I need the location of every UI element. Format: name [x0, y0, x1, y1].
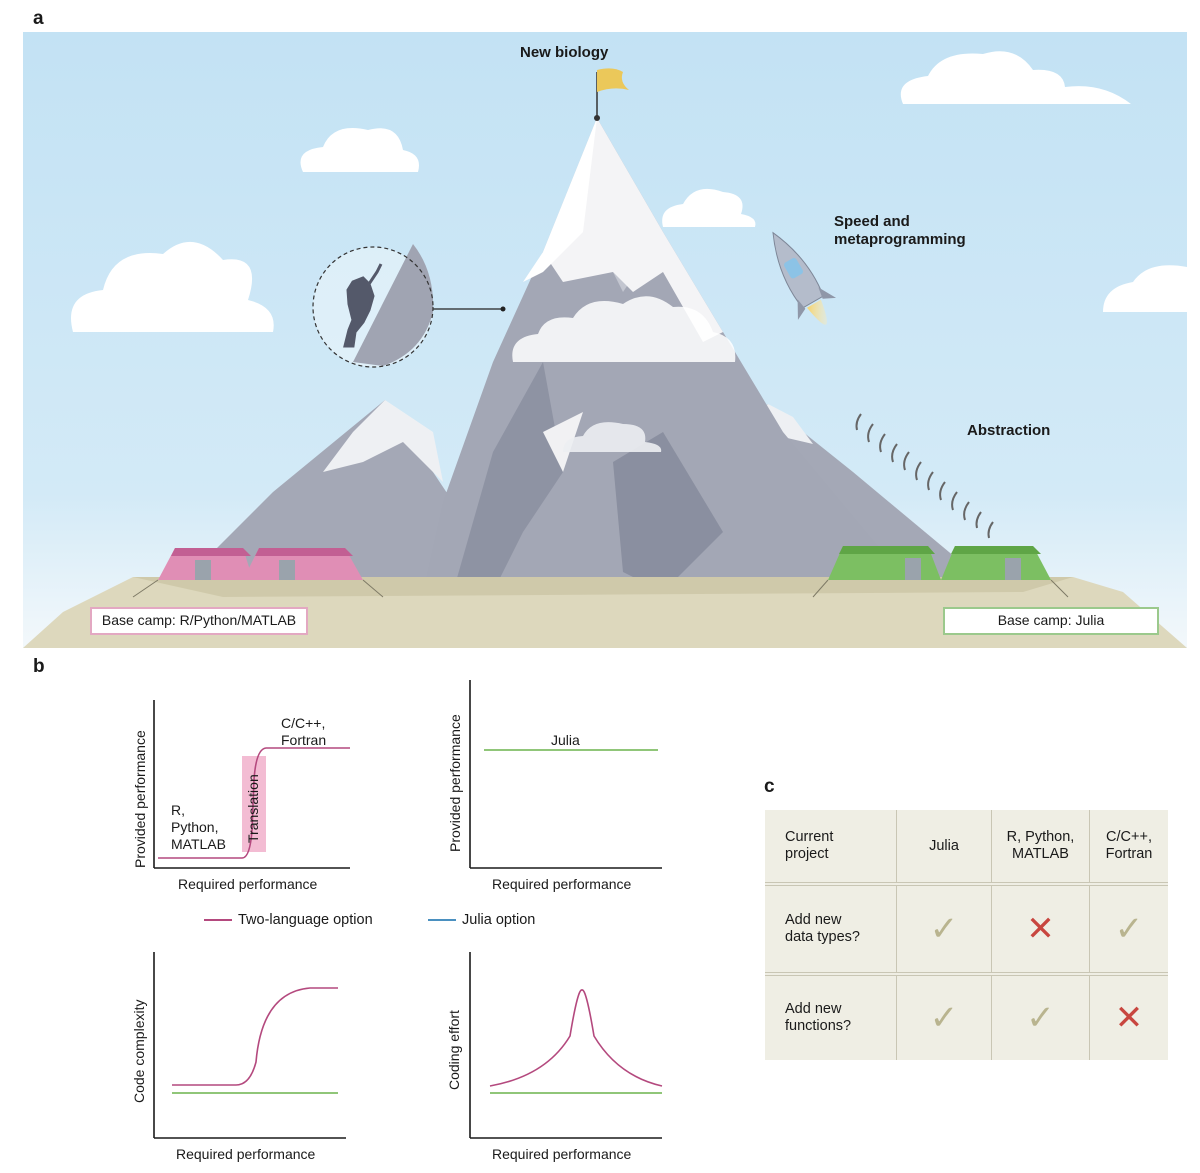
base-camp-right-label: Base camp: Julia: [943, 607, 1159, 635]
chart1-high-label-2: Fortran: [281, 732, 327, 748]
mark-cell: ✓: [1089, 884, 1168, 976]
chart2-provided-performance: [469, 680, 662, 869]
header-c-fortran: C/C++,Fortran: [1089, 810, 1168, 886]
checkmark-icon: ✓: [929, 910, 959, 948]
tents-right: [812, 546, 1069, 598]
tents-left: [132, 548, 384, 598]
mark-cell: ✓: [991, 974, 1090, 1060]
legend-label-julia: Julia option: [462, 912, 536, 928]
mark-cell: ✕: [1090, 974, 1169, 1060]
chart1-provided-performance: [153, 700, 350, 869]
legend-two-language: Two-language option: [204, 912, 373, 928]
checkmark-icon: ✓: [1026, 999, 1055, 1037]
mountain-illustration: [23, 32, 1187, 648]
chart3-xlabel: Required performance: [176, 1146, 316, 1162]
panel-letter-b: b: [33, 656, 45, 677]
header-julia: Julia: [896, 810, 992, 886]
speed-label-line2: metaprogramming: [834, 231, 966, 248]
checkmark-icon: ✓: [1114, 910, 1144, 948]
chart4-ylabel: Coding effort: [446, 1010, 462, 1090]
chart2-xlabel: Required performance: [492, 876, 632, 892]
panel-letter-a: a: [33, 8, 44, 29]
translation-label: Translation: [245, 774, 261, 843]
climber-silhouette: [343, 263, 383, 348]
legend-swatch-julia: [428, 919, 456, 921]
two-language-curve-chart4: [489, 989, 663, 1087]
legend-julia: Julia option: [428, 912, 535, 928]
chart1-high-label-1: C/C++,: [281, 715, 326, 731]
speed-label-line1: Speed and: [834, 213, 910, 230]
flag: [597, 68, 629, 92]
mark-cell: ✓: [896, 884, 992, 976]
legend-swatch-two-language: [204, 919, 232, 921]
abstraction-label: Abstraction: [967, 422, 1051, 439]
chart4-xlabel: Required performance: [492, 1146, 632, 1162]
two-language-curve-chart3: [172, 987, 338, 1086]
chart1-xlabel: Required performance: [178, 876, 318, 892]
mark-cell: ✕: [991, 884, 1090, 976]
mark-cell: ✓: [896, 974, 992, 1060]
summit-label: New biology: [520, 44, 609, 61]
two-language-curve-chart1: [158, 747, 350, 859]
abstraction-waves: [855, 413, 994, 539]
cross-icon: ✕: [1026, 910, 1055, 948]
chart3-ylabel: Code complexity: [131, 999, 147, 1104]
chart3-code-complexity: [153, 952, 346, 1139]
chart1-low-label-2: Python,: [171, 819, 219, 835]
checkmark-icon: ✓: [929, 999, 959, 1037]
chart1-low-label-1: R,: [171, 802, 185, 818]
chart2-ylabel: Provided performance: [447, 714, 463, 852]
chart4-coding-effort: [469, 952, 663, 1139]
chart2-line-label: Julia: [551, 732, 580, 748]
header-r-python-matlab: R, Python,MATLAB: [991, 810, 1090, 886]
cross-icon: ✕: [1114, 999, 1144, 1037]
chart1-low-label-3: MATLAB: [171, 836, 226, 852]
panel-letter-c: c: [764, 776, 775, 797]
base-camp-left-label: Base camp: R/Python/MATLAB: [90, 607, 308, 635]
legend-label-two-language: Two-language option: [238, 912, 373, 928]
rocket: [772, 231, 837, 325]
clouds: [71, 51, 1187, 332]
mountain-scene: [23, 32, 1187, 648]
chart1-ylabel: Provided performance: [132, 730, 148, 868]
